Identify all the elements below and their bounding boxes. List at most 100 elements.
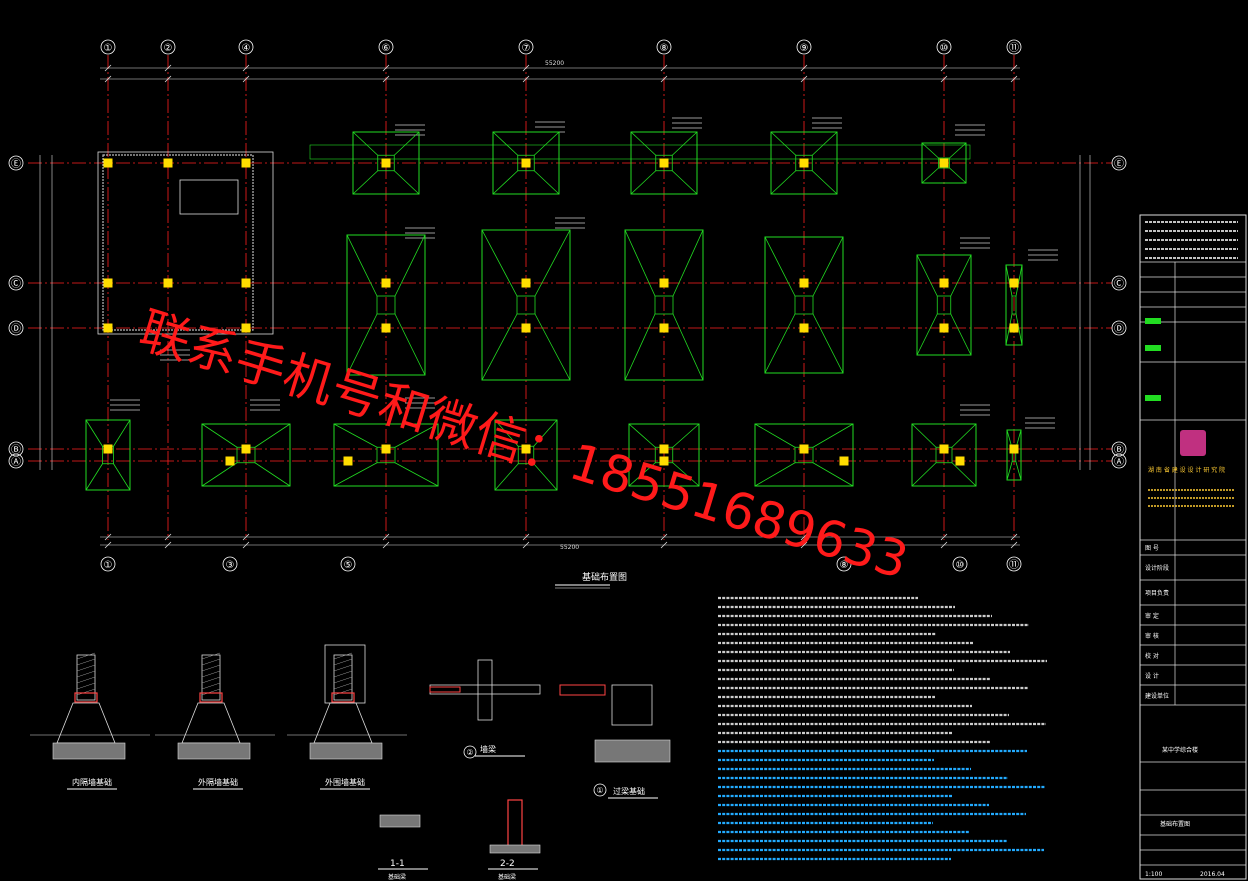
detail-title: 内隔墙基础 xyxy=(72,777,112,787)
column xyxy=(241,323,251,333)
footing-slope xyxy=(672,229,704,297)
title-block-label: 校 对 xyxy=(1145,652,1159,660)
footing-slope xyxy=(764,236,796,297)
footing-slope xyxy=(533,463,558,491)
grid-label-right: Ⓓ xyxy=(1114,323,1124,335)
grid-bubble-top xyxy=(238,39,254,55)
footing xyxy=(1006,429,1022,481)
grid-label-bottom: ⑤ xyxy=(344,560,353,571)
column-section xyxy=(477,659,493,721)
dimension-tick xyxy=(522,75,530,83)
footing xyxy=(352,131,420,195)
footing-slope xyxy=(1005,313,1013,346)
hatch-line xyxy=(333,652,353,660)
footing-slope xyxy=(921,167,939,184)
column xyxy=(241,444,251,454)
footing-slope xyxy=(812,236,844,297)
dimension-tick xyxy=(164,533,172,541)
ring-beam xyxy=(74,692,98,703)
title-block-label: 图 号 xyxy=(1145,545,1159,552)
detail-mark: ① xyxy=(596,786,603,795)
ring-beam xyxy=(331,692,355,703)
section-2-base xyxy=(489,844,541,854)
footing-pedestal xyxy=(1011,295,1017,315)
dimension-tick xyxy=(1010,75,1018,83)
footing-pedestal xyxy=(655,154,673,172)
footing-slope xyxy=(812,462,854,487)
footing-slope xyxy=(394,313,426,376)
grid-label-top: ② xyxy=(164,43,173,54)
footing-slope xyxy=(950,313,972,356)
footing-slope xyxy=(201,423,238,448)
footing-step xyxy=(56,702,116,744)
dimension-tick xyxy=(522,64,530,72)
footing-slope xyxy=(534,313,571,381)
column xyxy=(103,323,113,333)
hatch-line xyxy=(76,664,96,672)
column xyxy=(799,278,809,288)
title-block-label: 审 定 xyxy=(1145,612,1159,620)
hatch-line xyxy=(333,664,353,672)
company-logo-icon xyxy=(1180,430,1206,456)
title-green-mark xyxy=(1145,345,1161,351)
grid-bubble-left xyxy=(8,453,24,469)
footing xyxy=(85,419,131,491)
column xyxy=(381,444,391,454)
date-value: 2016.04 xyxy=(1200,871,1225,878)
column xyxy=(799,323,809,333)
column xyxy=(1009,278,1019,288)
grid-label-top: ⑦ xyxy=(522,43,531,54)
footing-slope xyxy=(494,463,519,491)
footing xyxy=(770,131,838,195)
footing-slope xyxy=(533,131,560,156)
drawing-name: 基础布置图 xyxy=(1160,820,1190,828)
grid-label-bottom: ① xyxy=(104,560,113,571)
footing xyxy=(916,254,972,356)
column xyxy=(799,444,809,454)
grid-label-bottom: ③ xyxy=(226,560,235,571)
hatch-line xyxy=(201,688,221,696)
footing-slope xyxy=(811,170,838,195)
footing-slope xyxy=(624,229,656,297)
footing-slope xyxy=(812,423,854,448)
overall-dimension-bottom: 55200 xyxy=(560,544,579,551)
footing-slope xyxy=(394,462,439,487)
wall-section xyxy=(201,654,221,701)
footing-slope xyxy=(492,170,519,195)
footing-slope xyxy=(630,131,657,156)
rebar xyxy=(429,686,461,693)
footing xyxy=(911,423,977,487)
dimension-tick xyxy=(800,541,808,549)
grid-bubble-bottom xyxy=(836,556,852,572)
detail-mark-circle xyxy=(593,783,607,797)
column xyxy=(241,158,251,168)
footing-slope xyxy=(113,463,131,491)
grid-label-left: Ⓔ xyxy=(11,158,21,170)
dimension-tick xyxy=(104,533,112,541)
footing-slope xyxy=(1015,461,1022,481)
detail-inner-wall xyxy=(30,652,150,760)
column xyxy=(939,323,949,333)
grid-label-top: ① xyxy=(104,43,113,54)
column xyxy=(521,444,531,454)
grid-bubble-right xyxy=(1111,155,1127,171)
dimension-tick xyxy=(660,533,668,541)
footing-slope xyxy=(85,419,103,447)
detail-mark: ② xyxy=(466,748,473,757)
grid-bubble-left xyxy=(8,275,24,291)
grid-label-bottom: ⑧ xyxy=(840,560,849,571)
footing-slope xyxy=(764,313,796,374)
footing-slope xyxy=(921,142,939,159)
detail-title: 墙梁 xyxy=(480,744,496,754)
column xyxy=(163,278,173,288)
footing-slope xyxy=(950,254,972,297)
dimension-tick xyxy=(800,75,808,83)
dimension-tick xyxy=(522,533,530,541)
footing-slope xyxy=(949,142,967,159)
footing-pedestal xyxy=(795,154,813,172)
footing xyxy=(921,142,967,184)
dimension-tick xyxy=(242,75,250,83)
grid-label-top: ⑩ xyxy=(940,43,949,54)
column xyxy=(241,278,251,288)
footing-slope xyxy=(951,423,977,448)
